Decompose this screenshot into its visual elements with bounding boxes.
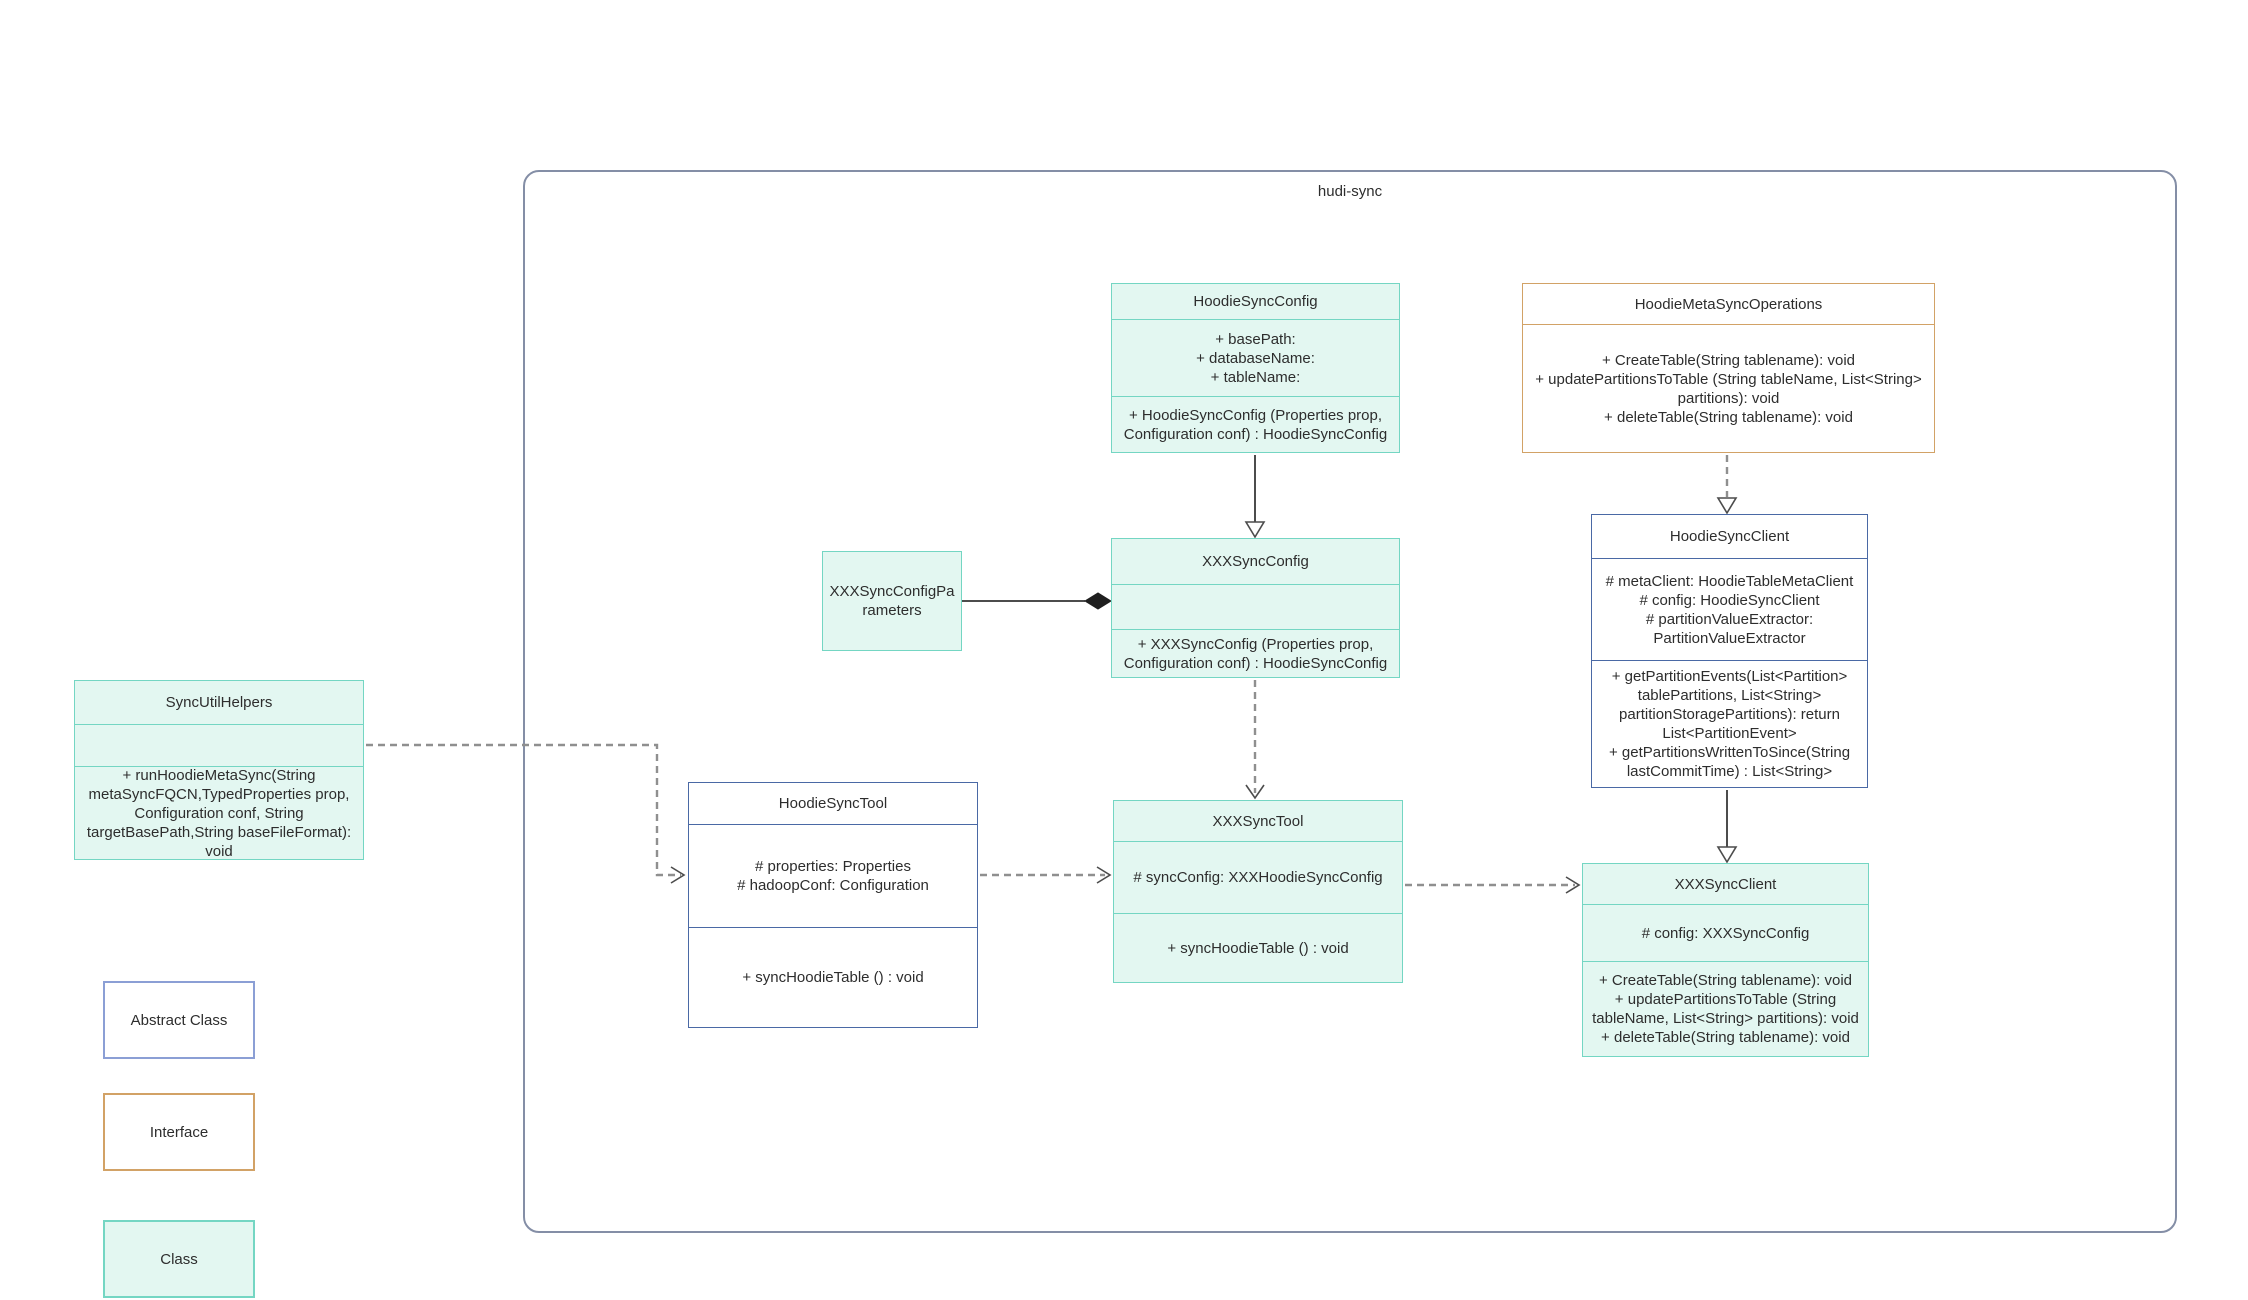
class-attributes: # metaClient: HoodieTableMetaClient # co…	[1592, 558, 1867, 660]
legend-abstract-class: Abstract Class	[103, 981, 255, 1059]
method-line: + updatePartitionsToTable (String tableN…	[1535, 370, 1922, 407]
legend-label: Abstract Class	[130, 1011, 228, 1029]
method-line: + syncHoodieTable () : void	[1167, 939, 1349, 957]
class-title: XXXSyncTool	[1212, 812, 1304, 830]
method-line: + syncHoodieTable () : void	[742, 969, 924, 986]
method-line: + getPartitionsWrittenToSince(String las…	[1608, 744, 1851, 780]
attribute-line: # config: XXXSyncConfig	[1641, 924, 1810, 942]
class-methods: + CreateTable(String tablename): void + …	[1523, 324, 1934, 452]
class-box-xxx-sync-config-parameters: XXXSyncConfigParameters	[822, 551, 962, 651]
class-methods: + HoodieSyncConfig (Properties prop, Con…	[1112, 396, 1399, 452]
class-title: HoodieSyncConfig	[1193, 293, 1318, 310]
abstract-class-box-hoodie-sync-tool: HoodieSyncTool # properties: Properties …	[688, 782, 978, 1028]
method-line: + HoodieSyncConfig (Properties prop, Con…	[1123, 406, 1388, 443]
method-line: + getPartitionEvents(List<Partition> tab…	[1611, 668, 1848, 742]
class-methods: + syncHoodieTable () : void	[1114, 913, 1402, 982]
attribute-line: # metaClient: HoodieTableMetaClient	[1605, 572, 1854, 590]
method-line: + CreateTable(String tablename): void	[1598, 972, 1853, 989]
class-box-xxx-sync-tool: XXXSyncTool # syncConfig: XXXHoodieSyncC…	[1113, 800, 1403, 983]
class-title: XXXSyncConfigParameters	[829, 583, 955, 619]
legend-interface: Interface	[103, 1093, 255, 1171]
attribute-line: # partitionValueExtractor: PartitionValu…	[1645, 610, 1814, 647]
class-box-hoodie-sync-config: HoodieSyncConfig + basePath: + databaseN…	[1111, 283, 1400, 453]
class-box-xxx-sync-config: XXXSyncConfig + XXXSyncConfig (Propertie…	[1111, 538, 1400, 678]
class-title: HoodieSyncClient	[1669, 528, 1790, 545]
interface-box-hoodie-meta-sync-operations: HoodieMetaSyncOperations + CreateTable(S…	[1522, 283, 1935, 453]
class-title: HoodieMetaSyncOperations	[1634, 295, 1823, 313]
legend-label: Class	[160, 1250, 198, 1268]
class-attributes: # properties: Properties # hadoopConf: C…	[689, 824, 977, 927]
attribute-line: # properties: Properties	[755, 858, 911, 875]
hudi-sync-container: hudi-sync	[523, 170, 2177, 1233]
class-attributes	[1112, 584, 1399, 629]
class-methods: + syncHoodieTable () : void	[689, 927, 977, 1027]
method-line: + deleteTable(String tablename): void	[1604, 408, 1853, 426]
class-attributes: + basePath: + databaseName: + tableName:	[1112, 319, 1399, 396]
class-box-xxx-sync-client: XXXSyncClient # config: XXXSyncConfig + …	[1582, 863, 1869, 1057]
class-methods: + XXXSyncConfig (Properties prop, Config…	[1112, 629, 1399, 677]
method-line: + XXXSyncConfig (Properties prop, Config…	[1123, 635, 1388, 672]
attribute-line: # hadoopConf: Configuration	[737, 877, 929, 894]
legend-class: Class	[103, 1220, 255, 1298]
class-box-sync-util-helpers: SyncUtilHelpers + runHoodieMetaSync(Stri…	[74, 680, 364, 860]
attribute-line: # config: HoodieSyncClient	[1639, 591, 1820, 609]
attribute-line: + databaseName:	[1196, 349, 1315, 367]
method-line: + CreateTable(String tablename): void	[1601, 351, 1856, 369]
attribute-line: + basePath:	[1215, 330, 1296, 348]
class-title: SyncUtilHelpers	[165, 694, 273, 711]
attribute-line: + tableName:	[1210, 368, 1301, 386]
legend-label: Interface	[149, 1123, 209, 1141]
class-methods: + CreateTable(String tablename): void + …	[1583, 961, 1868, 1056]
method-line: + deleteTable(String tablename): void	[1601, 1029, 1850, 1046]
class-methods: + getPartitionEvents(List<Partition> tab…	[1592, 660, 1867, 787]
class-methods: + runHoodieMetaSync(String metaSyncFQCN,…	[75, 766, 363, 859]
abstract-class-box-hoodie-sync-client: HoodieSyncClient # metaClient: HoodieTab…	[1591, 514, 1868, 788]
class-attributes	[75, 724, 363, 766]
method-line: + updatePartitionsToTable (String tableN…	[1592, 991, 1859, 1027]
attribute-line: # syncConfig: XXXHoodieSyncConfig	[1133, 869, 1383, 886]
class-title: XXXSyncClient	[1674, 875, 1777, 893]
class-attributes: # syncConfig: XXXHoodieSyncConfig	[1114, 841, 1402, 913]
class-title: XXXSyncConfig	[1202, 553, 1309, 570]
frame-title: hudi-sync	[1317, 183, 1383, 200]
method-line: + runHoodieMetaSync(String metaSyncFQCN,…	[86, 766, 352, 859]
class-title: HoodieSyncTool	[778, 795, 888, 812]
class-attributes: # config: XXXSyncConfig	[1583, 904, 1868, 961]
